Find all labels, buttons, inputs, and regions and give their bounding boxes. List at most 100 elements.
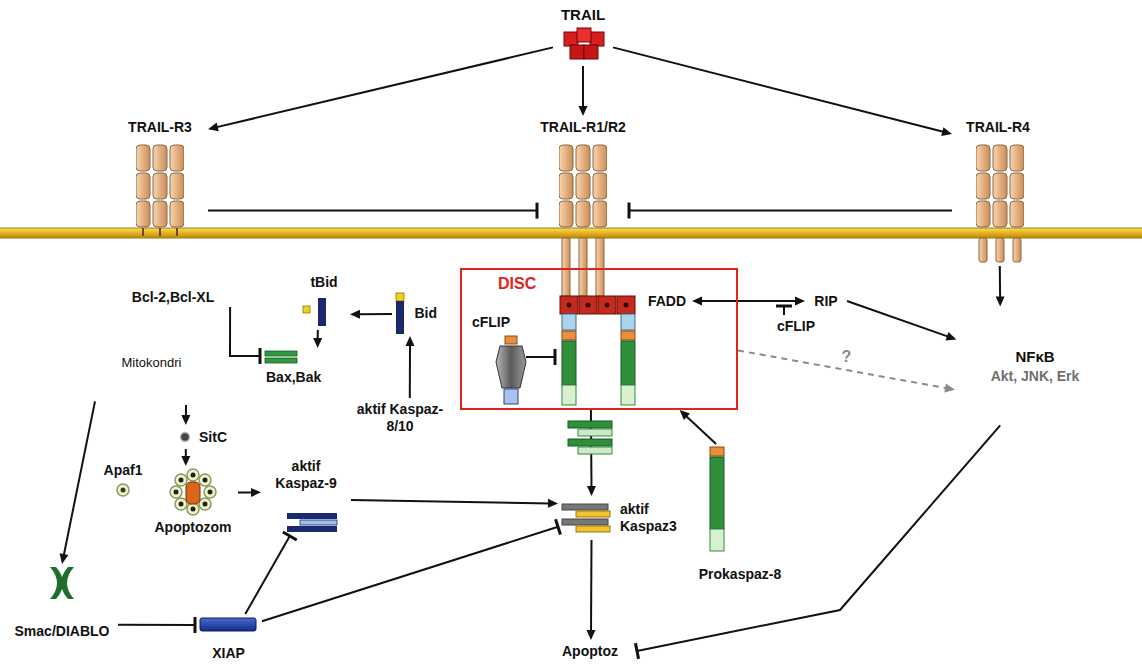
node-label: Apaf1 [104,462,143,479]
apoptosome-icon [174,490,179,495]
procaspase-8-icon [562,385,576,405]
node-label: Bax,Bak [266,369,321,386]
arrowhead [944,384,955,393]
cflip-icon [496,346,526,388]
connector [847,301,956,341]
protein-label: Bcl-2,Bcl-XL [105,287,241,307]
cytochrome-c-dot [181,433,190,442]
node-label: Apoptoz [562,643,618,660]
bid-icon [318,298,326,326]
protein-node: Prokaspaz-8 [688,444,792,585]
death-domain [586,303,591,308]
arrowhead [680,410,690,420]
active-caspase-8-icon [568,421,612,428]
mitochondrion-matrix [60,330,248,398]
node-label: TRAIL-R4 [966,119,1030,136]
death-domain [567,303,572,308]
procaspase-8-icon [621,331,635,340]
receptor-symbol [176,228,178,236]
smac-icon [129,319,136,331]
receptor-symbol [596,238,604,296]
node-label: FADD [648,293,686,310]
arrowhead [795,297,805,306]
connector [181,449,190,466]
cytochrome-c-dot [222,332,229,339]
protein-node: SitC [178,425,230,449]
protein-node: Apaf1 [98,462,148,502]
mitochondrion-outline [36,319,267,407]
pathway-ellipse: NFκBAkt, JNK, Erk [948,300,1122,432]
trail-ligand [564,28,604,59]
procaspase-8-icon [710,529,724,551]
connector-line [409,344,411,398]
receptor-symbol [562,238,570,296]
active-caspase-3-icon [562,504,608,510]
node-label: TRAIL-R3 [128,119,192,136]
arrowhead [405,336,414,346]
connector-line [208,210,537,212]
connector [60,401,95,564]
smac-icon [57,377,64,389]
connector [245,532,296,614]
cell-membrane [0,238,1142,239]
arrowhead [548,499,558,508]
connector-line [216,47,553,127]
apoptosome-icon [199,474,211,486]
bid-icon [396,301,404,334]
cflip-icon [526,356,554,358]
apoptosome-icon [179,478,184,483]
apaf1-icon [121,488,126,493]
connector [996,266,1005,307]
active-caspase-9-icon [287,513,337,532]
procaspase-8-icon [621,341,635,385]
connector-line [686,416,717,445]
trail-ligand [590,32,604,46]
connector-line [629,210,952,212]
connector [351,499,558,508]
inhibition-bar [259,348,262,364]
inhibition-bar [193,617,196,633]
receptor-symbol [559,145,607,227]
smac-icon [225,382,232,394]
bid-icon [303,306,310,313]
receptor-symbol [136,145,184,227]
active-caspase-3-icon [576,511,610,517]
connector-line [847,301,949,337]
connector-line [245,536,289,614]
cytochrome-c-dot [55,343,62,350]
node-label: DISC [498,274,536,294]
receptor-node: TRAIL-R4 [952,116,1044,266]
connector [680,410,716,444]
death-domain [562,314,576,330]
protein-label: aktif Kaspaz-8/10 [351,398,449,438]
active-caspase-8-icon [568,439,612,446]
procaspase-8-icon [710,457,724,529]
cytochrome-c-dot [46,361,53,368]
receptor-symbol [142,228,144,236]
arrowhead [350,310,360,319]
death-domain [560,296,635,330]
cytochrome-c-dot [188,395,195,402]
node-label: Prokaspaz-8 [699,566,781,583]
ellipse-outline [949,301,1121,431]
protein-node: Bid [392,290,440,336]
cell-membrane [0,228,1142,238]
receptor-symbol [579,238,587,296]
inhibition-bar [283,532,297,540]
connector-line [358,313,392,315]
receptor-symbol [979,238,987,262]
arrowhead [945,332,956,340]
bax-bak-icon [265,358,297,363]
apoptosome-icon [191,507,196,512]
node-label: cFLIP [472,314,510,331]
node-label: aktif Kaspaz3 [620,501,688,535]
receptor-symbol [136,145,1024,296]
bid-icon [396,293,404,301]
cflip-icon [505,336,517,344]
receptor-symbol [1013,238,1021,262]
apoptosome-icon [187,469,199,481]
cflip-icon [554,349,557,365]
connector [208,47,553,131]
